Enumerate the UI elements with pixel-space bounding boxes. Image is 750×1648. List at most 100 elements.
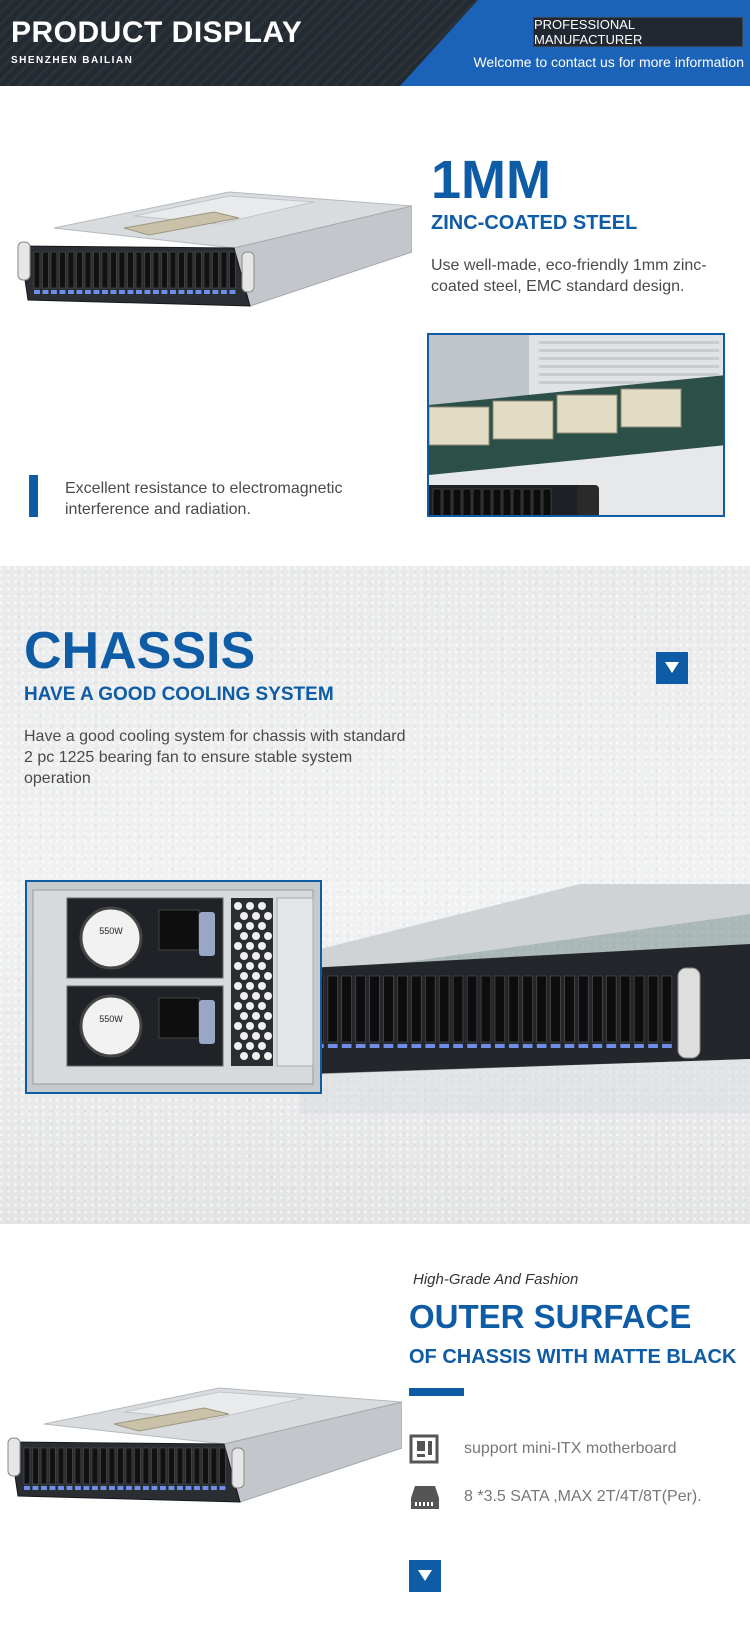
drive-bay-led bbox=[620, 1044, 630, 1048]
vent-hole bbox=[252, 992, 260, 1000]
drive-bay bbox=[110, 251, 117, 289]
drive-bay-led bbox=[195, 290, 202, 294]
scroll-down-button[interactable] bbox=[656, 652, 688, 684]
drive-bay bbox=[101, 251, 109, 289]
vent-hole bbox=[258, 982, 266, 990]
outer-surface-subtitle: OF CHASSIS WITH MATTE BLACK bbox=[409, 1346, 737, 1368]
drive-bay-led bbox=[578, 1044, 589, 1048]
vent-hole bbox=[246, 962, 254, 970]
drive-bay-led bbox=[110, 290, 117, 294]
vent-hole bbox=[252, 952, 260, 960]
drive-bay-led bbox=[76, 290, 83, 294]
drive-bay-led bbox=[411, 1044, 422, 1048]
drive-bay-led bbox=[143, 1486, 149, 1490]
drive-bay-led bbox=[185, 1486, 192, 1490]
drive-bay-led bbox=[75, 1486, 81, 1490]
vent-hole bbox=[264, 972, 272, 980]
drive-bay-led bbox=[341, 1044, 352, 1048]
drive-bay bbox=[91, 1447, 99, 1485]
motherboard-icon bbox=[409, 1434, 439, 1464]
drive-bay-led bbox=[564, 1044, 575, 1048]
drive-bay-led bbox=[662, 1044, 672, 1048]
feature-label-motherboard: support mini-ITX motherboard bbox=[464, 1440, 677, 1457]
steel-description: Use well-made, eco-friendly 1mm zinc-coa… bbox=[431, 257, 707, 295]
drive-bay-led bbox=[327, 1044, 338, 1048]
drive-bay bbox=[135, 251, 143, 289]
drive-bay bbox=[93, 251, 100, 289]
drive-bay-led bbox=[221, 290, 227, 294]
drive-bay bbox=[425, 975, 436, 1043]
triangle-down-icon bbox=[665, 662, 679, 673]
drive-bay bbox=[134, 1447, 141, 1485]
server-chassis-image-2 bbox=[4, 1384, 402, 1519]
drive-bay bbox=[176, 1447, 184, 1485]
drive-bay bbox=[161, 251, 168, 289]
drive-bay bbox=[100, 1447, 107, 1485]
drive-bay bbox=[74, 1447, 82, 1485]
vent-hole bbox=[240, 992, 248, 1000]
drive-bay-led bbox=[536, 1044, 547, 1048]
vent-hole bbox=[264, 1012, 272, 1020]
drive-bay-led bbox=[194, 1486, 200, 1490]
drive-bay-led bbox=[481, 1044, 491, 1048]
drive-bay-led bbox=[168, 1486, 175, 1490]
drive-bay-led bbox=[634, 1044, 644, 1048]
scroll-down-button-2[interactable] bbox=[409, 1560, 441, 1592]
drive-bay bbox=[550, 975, 561, 1043]
vent-hole bbox=[258, 1002, 266, 1010]
vent-hole bbox=[240, 1012, 248, 1020]
drive-bay-led bbox=[397, 1044, 408, 1048]
drive-bay bbox=[578, 975, 589, 1043]
drive-bay bbox=[369, 975, 380, 1043]
feature-item-motherboard: support mini-ITX motherboard bbox=[409, 1434, 677, 1464]
drive-bay-led bbox=[144, 290, 151, 294]
drive-bay-led bbox=[495, 1044, 505, 1048]
header-subtitle: SHENZHEN BAILIAN bbox=[11, 55, 134, 66]
drive-bay bbox=[219, 1447, 226, 1485]
vent-hole bbox=[240, 952, 248, 960]
drive-bay bbox=[202, 1447, 209, 1485]
vent-hole bbox=[234, 942, 242, 950]
drive-bay bbox=[159, 1447, 167, 1485]
drive-bay-led bbox=[51, 290, 57, 294]
drive-bay bbox=[117, 1447, 124, 1485]
welcome-text: Welcome to contact us for more informati… bbox=[473, 54, 744, 70]
drive-bay-led bbox=[211, 1486, 217, 1490]
drive-bay bbox=[564, 975, 575, 1043]
vent-hole bbox=[234, 1002, 242, 1010]
drive-bay-led bbox=[355, 1044, 366, 1048]
drive-bay-led bbox=[68, 290, 74, 294]
drive-bay-led bbox=[202, 1486, 209, 1490]
drive-bay-led bbox=[229, 290, 236, 294]
drive-bay-led bbox=[160, 1486, 166, 1490]
drive-bay bbox=[341, 975, 352, 1043]
drive-bay bbox=[210, 1447, 218, 1485]
vent-hole bbox=[246, 1002, 254, 1010]
drive-bay-led bbox=[219, 1486, 226, 1490]
vent-hole bbox=[258, 902, 266, 910]
drive-bay bbox=[355, 975, 366, 1043]
drive-bay bbox=[127, 251, 134, 289]
vent-hole bbox=[234, 902, 242, 910]
vent-hole bbox=[240, 1052, 248, 1060]
drive-bay-led bbox=[369, 1044, 380, 1048]
drive-bay-led bbox=[66, 1486, 73, 1490]
drive-bay bbox=[466, 975, 478, 1043]
drive-bay bbox=[42, 251, 49, 289]
drive-bay-led bbox=[187, 290, 193, 294]
drive-bay bbox=[522, 975, 533, 1043]
drive-bay bbox=[23, 1447, 31, 1485]
drive-bay-led bbox=[85, 290, 91, 294]
drive-bay-led bbox=[58, 1486, 64, 1490]
drive-bay bbox=[661, 975, 673, 1043]
drive-bay bbox=[494, 975, 505, 1043]
vent-hole bbox=[264, 952, 272, 960]
power-supply-photo: 550W 550W bbox=[25, 880, 322, 1094]
drive-bay bbox=[383, 975, 394, 1043]
drive-bay bbox=[327, 975, 338, 1043]
drive-bay-led bbox=[467, 1044, 477, 1048]
vent-hole bbox=[252, 932, 260, 940]
vent-hole bbox=[264, 912, 272, 920]
drive-bay bbox=[439, 975, 450, 1043]
vent-hole bbox=[246, 942, 254, 950]
